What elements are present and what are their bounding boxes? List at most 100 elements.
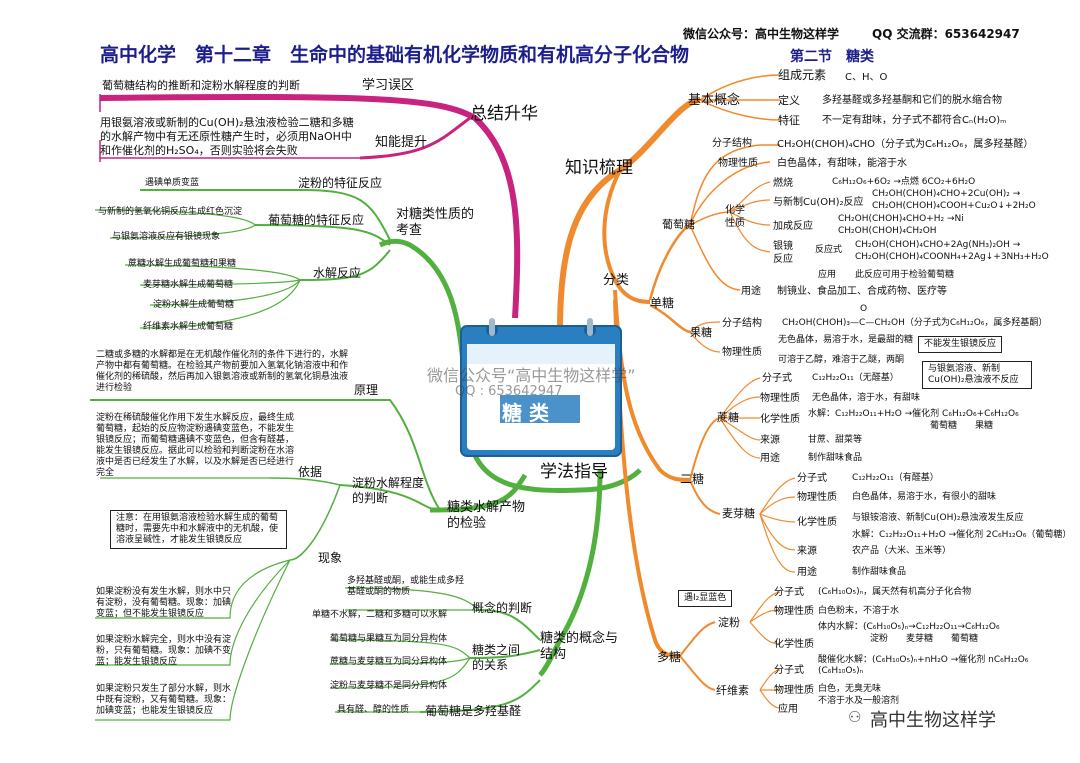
node-degree-judgement: 淀粉水解程度的判断 [352, 476, 425, 505]
node-elements: 组成元素 [778, 68, 827, 82]
label-maltose-formula: 分子式 [797, 473, 827, 484]
label-maltose-use: 用途 [797, 567, 817, 578]
value-maltose-physical: 白色晶体，易溶于水，有很小的甜味 [852, 492, 997, 502]
value-maltose-chemical-2: 水解：C₁₂H₂₂O₁₁+H₂O →催化剂 2C₆H₁₂O₆（葡萄糖） [852, 530, 1072, 540]
center-watermark-qq: QQ : 653642947 [455, 384, 563, 399]
value-maltose-chemical-1: 与银铵溶液、新制Cu(OH)₂悬浊液发生反应 [852, 513, 1024, 523]
branch-property-check: 对糖类性质的考查 [396, 207, 475, 238]
label-maltose-source: 来源 [797, 546, 817, 557]
branch-summary: 总结升华 [470, 104, 538, 124]
value-application: 此反应可用于检验葡萄糖 [855, 270, 955, 280]
label-silver-mirror: 银镜反应 [773, 241, 793, 265]
account-label: 微信公众号：高中生物这样学 [683, 27, 840, 41]
node-disaccharide: 二糖 [680, 472, 705, 486]
value-with-cuoh-2: CH₂OH(CHOH)₄COOH+Cu₂O↓+2H₂O [872, 201, 1036, 211]
value-combustion: C₆H₁₂O₆+6O₂ →点燃 6CO₂+6H₂O [832, 177, 976, 187]
label-cellulose-application: 应用 [778, 704, 798, 715]
note-nengli: 用银氨溶液或新制的Cu(OH)₂悬浊液检验二糖和多糖的水解产物中有无还原性糖产生… [100, 116, 354, 157]
calendar-icon [460, 318, 622, 457]
page-title: 高中化学 第十二章 生命中的基础有机化学物质和有机高分子化合物 [100, 44, 690, 66]
note-phenomenon-3: 如果淀粉只发生了部分水解，则水中既有淀粉，又有葡萄糖。现象：加碘变蓝；也能发生银… [96, 684, 232, 716]
node-classification: 分类 [603, 273, 630, 288]
value-maltose-formula: C₁₂H₂₂O₁₁（有醛基） [852, 473, 939, 483]
node-principle: 原理 [354, 383, 379, 397]
branch-hydrolysis-test: 糖类水解产物的检验 [447, 500, 526, 531]
value-starch-chemical-3: 酸催化水解：(C₆H₁₀O₅)ₙ+nH₂O →催化剂 nC₆H₁₂O₆ [818, 655, 1029, 665]
note-xuexi: 葡萄糖结构的推断和淀粉水解程度的判断 [102, 79, 300, 92]
label-cellulose-formula: 分子式 [774, 665, 804, 676]
label-glucose-physical: 物理性质 [718, 158, 758, 169]
value-starch-formula: (C₆H₁₀O₅)ₙ，属天然有机高分子化合物 [818, 587, 972, 597]
label-reaction-eq: 反应式 [815, 245, 843, 255]
value-starch-physical: 白色粉末，不溶于水 [818, 606, 900, 616]
value-cellulose-physical-2: 不溶于水及一般溶剂 [818, 696, 900, 706]
leaf-concept-1: 多羟基醛或酮，或能生成多羟基醛或酮的物质 [347, 576, 465, 597]
note-phenomenon-2: 如果淀粉水解完全，则水中没有淀粉，只有葡萄糖。现象：加碘不变蓝；能发生银镜反应 [96, 635, 232, 667]
leaf-glucose-feature-1: 与新制的氢氧化铜反应生成红色沉淀 [98, 207, 243, 217]
leaf-glucose-feature-2: 与银氨溶液反应有银镜现象 [112, 232, 221, 242]
value-sucrose-physical: 无色晶体，溶于水，有甜味 [812, 393, 921, 403]
value-definition: 多羟基醛或多羟基酮和它们的脱水缩合物 [822, 95, 1002, 106]
value-sucrose-use: 制作甜味食品 [808, 453, 863, 463]
label-fructose-physical: 物理性质 [722, 347, 762, 358]
value-cellulose-physical-1: 白色，无臭无味 [818, 684, 882, 694]
leaf-hydrolysis-2: 麦芽糖水解生成葡萄糖 [143, 280, 234, 290]
value-feature: 不一定有甜味，分子式不都符合Cₙ(H₂O)ₘ [822, 115, 1007, 126]
value-addition-2: CH₂OH(CHOH)₄CH₂OH [838, 226, 937, 236]
label-addition: 加成反应 [773, 221, 813, 232]
node-relations: 糖类之间的关系 [472, 643, 521, 672]
label-sucrose-formula: 分子式 [762, 373, 792, 384]
value-sucrose-source: 甘蔗、甜菜等 [808, 435, 863, 445]
node-phenomenon: 现象 [318, 551, 343, 565]
value-fructose-o: O [860, 304, 868, 314]
leaf-hydrolysis-1: 蔗糖水解生成葡萄糖和果糖 [128, 259, 237, 269]
leaf-concept-2: 单糖不水解，二糖和多糖可以水解 [312, 610, 448, 620]
branch-concept-structure: 糖类的概念与结构 [540, 631, 619, 662]
value-glucose-structure: CH₂OH(CHOH)₄CHO（分子式为C₆H₁₂O₆，属多羟基醛） [777, 139, 1034, 150]
leaf-structure: 具有醛、醇的性质 [337, 705, 410, 715]
note-basis: 淀粉在稀硫酸催化作用下发生水解反应，最终生成葡萄糖，起始的反应物淀粉遇碘变蓝色，… [96, 413, 295, 478]
value-sucrose-formula: C₁₂H₂₂O₁₁（无醛基） [812, 373, 899, 383]
value-silver-mirror-1: CH₂OH(CHOH)₄CHO+2Ag(NH₃)₂OH → [855, 240, 1021, 250]
node-starch: 淀粉 [718, 616, 740, 629]
label-starch-chemical: 化学性质 [774, 639, 814, 650]
note-sucrose: 与银氨溶液、新制Cu(OH)₂悬浊液不反应 [922, 361, 1032, 389]
value-starch-chemical-1: 体内水解：(C₆H₁₀O₅)ₙ→C₁₂H₂₂O₁₁→C₆H₁₂O₆ [818, 622, 1000, 632]
value-glucose-physical: 白色晶体，有甜味，能溶于水 [777, 158, 907, 169]
node-maltose: 麦芽糖 [722, 507, 755, 520]
label-sucrose-use: 用途 [760, 453, 780, 464]
label-sucrose-source: 来源 [760, 435, 780, 446]
label-application: 应用 [818, 270, 837, 280]
branch-knowledge: 知识梳理 [565, 158, 633, 178]
label-maltose-physical: 物理性质 [797, 492, 837, 503]
label-sucrose-chemical: 化学性质 [760, 414, 800, 425]
value-sucrose-chemical: 水解：C₁₂H₂₂O₁₁+H₂O →催化剂 C₆H₁₂O₆+C₆H₁₂O₆ [808, 409, 1019, 419]
label-fructose-structure: 分子结构 [722, 318, 762, 329]
note-starch-iodine: 遇I₂显蓝色 [678, 590, 733, 607]
qq-group-label: QQ 交流群：653642947 [872, 27, 1020, 41]
footer-watermark: 高中生物这样学 [870, 710, 996, 731]
leaf-relation-3: 淀粉与麦芽糖不是同分异构体 [330, 681, 448, 691]
label-cellulose-physical: 物理性质 [774, 685, 814, 696]
center-watermark: 微信公众号“高中生物这样学” [427, 366, 636, 385]
node-hydrolysis: 水解反应 [313, 266, 362, 280]
value-maltose-use: 制作甜味食品 [852, 567, 907, 577]
note-attention: 注意：在用银氨溶液检验水解生成的葡萄糖时，需要先中和水解液中的无机酸，使溶液呈碱… [110, 510, 287, 549]
wechat-icon: ⚇ [848, 708, 862, 726]
value-with-cuoh-1: CH₂OH(CHOH)₄CHO+2Cu(OH)₂ → [872, 189, 1021, 199]
label-starch-formula: 分子式 [774, 587, 804, 598]
node-monosaccharide: 单糖 [650, 296, 675, 310]
value-cellulose-formula: (C₆H₁₀O₅)ₙ [818, 666, 864, 676]
leaf-relation-2: 蔗糖与麦芽糖互为同分异构体 [330, 657, 448, 667]
note-fructose: 不能发生银镜反应 [918, 336, 1003, 353]
value-fructose-structure: CH₂OH(CHOH)₃—C—CH₂OH（分子式为C₆H₁₂O₆，属多羟基酮） [782, 318, 1048, 328]
value-glucose-use: 制镜业、食品加工、合成药物、医疗等 [777, 286, 947, 297]
label-combustion: 燃烧 [773, 178, 793, 189]
value-maltose-source: 农产品（大米、玉米等） [852, 546, 952, 556]
node-feature: 特征 [778, 114, 800, 127]
node-sucrose: 蔗糖 [717, 411, 739, 424]
label-sucrose-physical: 物理性质 [760, 393, 800, 404]
node-basis: 依据 [298, 465, 323, 479]
leaf-hydrolysis-4: 纤维素水解生成葡萄糖 [143, 322, 234, 332]
